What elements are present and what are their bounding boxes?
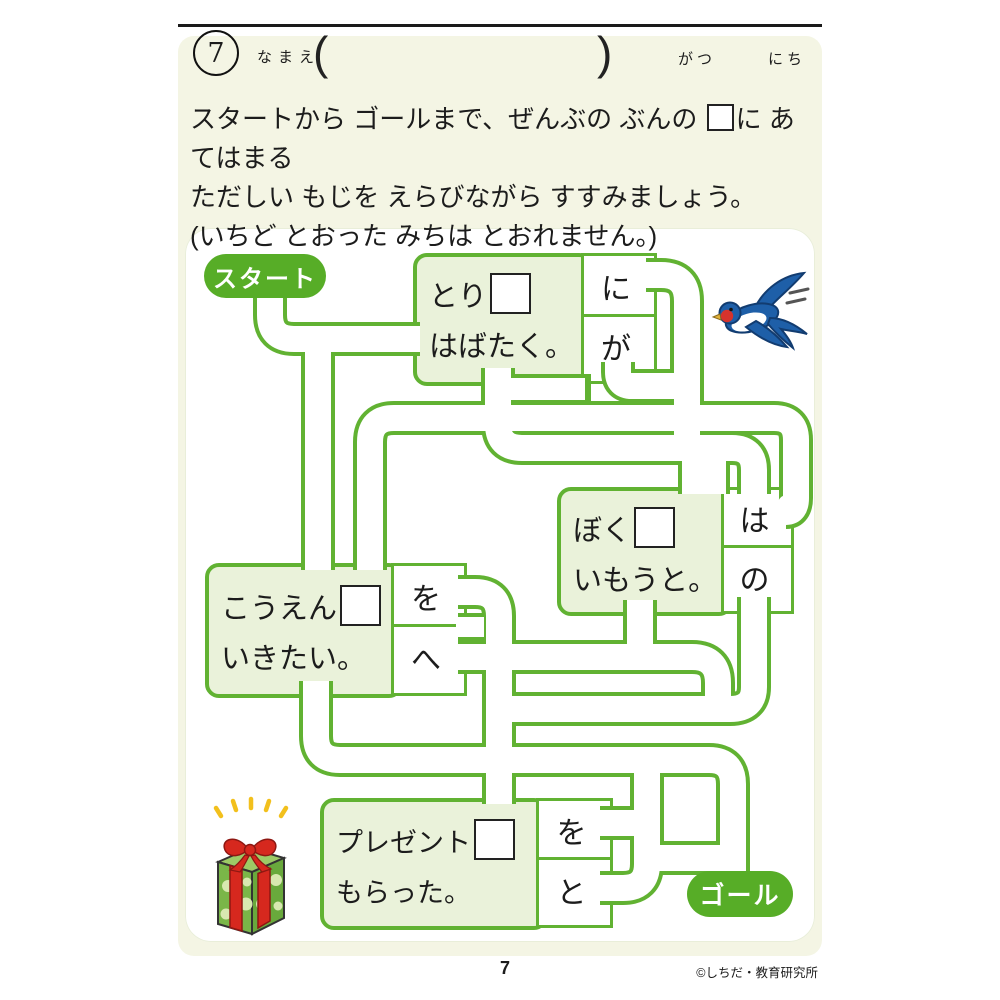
page-number: 7: [499, 958, 510, 978]
header-rule: [178, 24, 822, 27]
option-1a-label: に: [601, 272, 631, 306]
answer-blank-square: [474, 819, 515, 860]
option-3a-label: を: [411, 582, 441, 616]
start-badge: スタート: [204, 254, 326, 298]
instruction-line1-after: に あてはまる: [190, 104, 795, 173]
question-number: 7: [207, 37, 225, 69]
name-paren-open: (: [313, 27, 329, 79]
sentence-4-line2: もらった。: [336, 878, 471, 908]
name-label: なまえ: [257, 49, 321, 66]
question-number-badge: 7: [193, 30, 239, 76]
option-1b-label: が: [601, 333, 631, 366]
day-label: にち: [768, 51, 807, 68]
answer-blank-square: [340, 585, 382, 626]
option-2b-label: の: [739, 563, 770, 597]
answer-blank-square: [490, 273, 532, 314]
option-4a-label: を: [556, 816, 587, 850]
instruction-line-3: (いちど とおった みちは とおれません。): [190, 221, 658, 251]
option-2a-label: は: [739, 505, 770, 538]
sentence-3-text: こうえん いきたい。: [205, 574, 382, 684]
instruction-line-1: スタートから ゴールまで、ぜんぶの ぶんの に あてはまる: [190, 100, 820, 178]
answer-blank-square: [634, 507, 676, 548]
sentence-2-line1: ぼく: [573, 515, 632, 547]
instruction-line1-before: スタートから ゴールまで、ぜんぶの ぶんの: [190, 104, 705, 134]
sentence-1-line1: とり: [429, 281, 488, 313]
sentence-1-line2: はばたく。: [429, 331, 575, 363]
goal-badge: ゴール: [687, 871, 793, 917]
option-3b-label: へ: [411, 644, 441, 677]
sentence-2-text: ぼく いもうと。: [557, 496, 717, 606]
sentence-3-line1: こうえん: [221, 593, 338, 625]
month-label: がつ: [678, 51, 717, 68]
sentence-4-line1: プレゼント: [336, 828, 471, 858]
blank-square-glyph: [706, 104, 734, 131]
sentence-2-line2: いもうと。: [573, 565, 718, 597]
instructions: スタートから ゴールまで、ぜんぶの ぶんの に あてはまる ただしい もじを え…: [190, 100, 820, 256]
copyright-notice: ©しちだ・教育研究所: [696, 966, 818, 980]
name-paren-close: ): [597, 27, 613, 79]
sentence-4-text: プレゼント もらった。: [320, 808, 515, 918]
sentence-1-text: とり はばたく。: [413, 262, 574, 372]
option-4b-label: と: [556, 876, 587, 910]
sentence-3-line2: いきたい。: [221, 643, 367, 675]
instruction-line-2: ただしい もじを えらびながら すすみましょう。: [190, 182, 757, 212]
